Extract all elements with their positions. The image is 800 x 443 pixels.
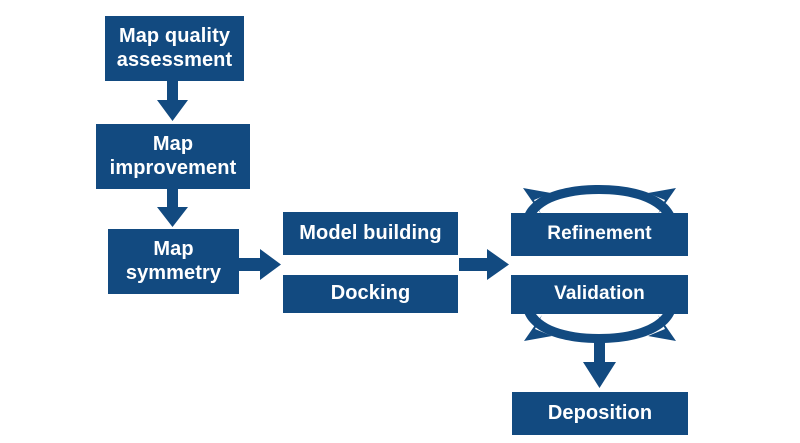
node-deposition-label: Deposition: [547, 401, 653, 424]
node-deposition[interactable]: Deposition: [512, 392, 688, 435]
arrow-cycle-to-deposition: [583, 336, 616, 388]
node-validation-label: Validation: [554, 283, 645, 305]
arrow-model-building-to-refinement: [459, 249, 509, 280]
node-validation[interactable]: Validation: [511, 275, 688, 314]
arrow-map-quality-to-map-improvement: [157, 81, 188, 121]
arrow-map-symmetry-to-model-building: [239, 249, 281, 280]
node-refinement[interactable]: Refinement: [511, 213, 688, 256]
arc-refinement-validation-top: [523, 185, 676, 219]
node-refinement-label: Refinement: [547, 223, 652, 245]
node-docking[interactable]: Docking: [283, 275, 458, 313]
node-docking-label: Docking: [330, 282, 411, 305]
arrow-map-improvement-to-map-symmetry: [157, 189, 188, 227]
node-model-building-label: Model building: [299, 221, 442, 244]
arc-refinement-validation-bottom: [524, 309, 676, 343]
node-model-building[interactable]: Model building: [283, 212, 458, 255]
